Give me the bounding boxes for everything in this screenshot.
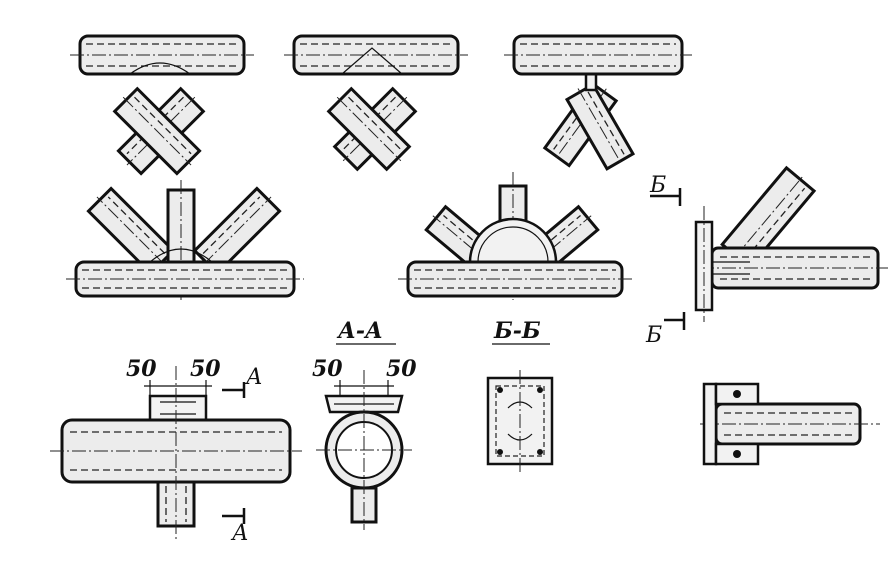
section-mark-b-bottom: Б: [645, 323, 662, 348]
flange-joint: Б Б: [645, 165, 888, 348]
cross-joint: 50 50 А А: [50, 356, 302, 546]
section-title-b-b: Б-Б: [493, 318, 541, 344]
n-joint-2-gusset: [398, 172, 632, 300]
k-joint-3: [504, 34, 692, 171]
k-joint-2: [284, 34, 468, 172]
section-b-b-view: Б-Б: [486, 318, 554, 472]
n-joint-1: [66, 180, 304, 300]
section-title-a-a: А-А: [336, 318, 383, 344]
section-mark-a-top: А: [244, 365, 263, 390]
dim-label-50-a-left: 50: [312, 356, 343, 382]
section-a-a-view: А-А 50 50: [312, 318, 417, 530]
section-mark-b-top: Б: [649, 173, 666, 198]
section-mark-a-bottom: А: [230, 521, 249, 546]
flange-side-view: [700, 382, 880, 466]
dim-label-50-right: 50: [190, 356, 221, 382]
k-joint-1: [70, 34, 254, 176]
dim-label-50-a-right: 50: [386, 356, 417, 382]
dim-label-50-left: 50: [126, 356, 157, 382]
